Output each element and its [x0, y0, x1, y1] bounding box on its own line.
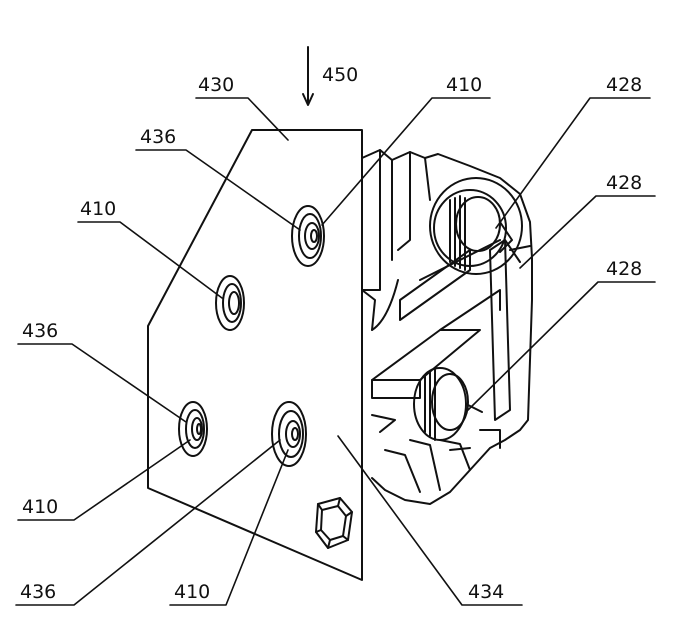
ref-label-450: 450	[322, 64, 359, 86]
ref-label-436-top: 436	[140, 126, 177, 148]
ref-label-410-left: 410	[80, 198, 117, 220]
hole-mid-left	[215, 275, 245, 331]
rear-body	[361, 149, 533, 505]
ref-label-430: 430	[198, 74, 235, 96]
ref-label-410-bottom-left: 410	[22, 496, 59, 518]
ref-label-428-c: 428	[606, 258, 643, 280]
ref-label-434: 434	[468, 581, 505, 603]
hole-bottom-right	[271, 401, 307, 467]
ref-label-410-bottom: 410	[174, 581, 211, 603]
ref-label-436-bottom: 436	[20, 581, 57, 603]
ref-label-410-top: 410	[446, 74, 483, 96]
hex-bolt	[315, 497, 353, 549]
load-arrow	[302, 46, 314, 106]
ref-label-428-a: 428	[606, 74, 643, 96]
lower-bore	[413, 367, 483, 441]
ref-label-428-b: 428	[606, 172, 643, 194]
upper-bore	[429, 177, 523, 275]
hole-top-right	[291, 205, 325, 267]
ref-label-436-left: 436	[22, 320, 59, 342]
hole-bottom-left	[178, 401, 208, 457]
leader-lines	[15, 97, 656, 606]
fastener-holes	[178, 205, 325, 467]
